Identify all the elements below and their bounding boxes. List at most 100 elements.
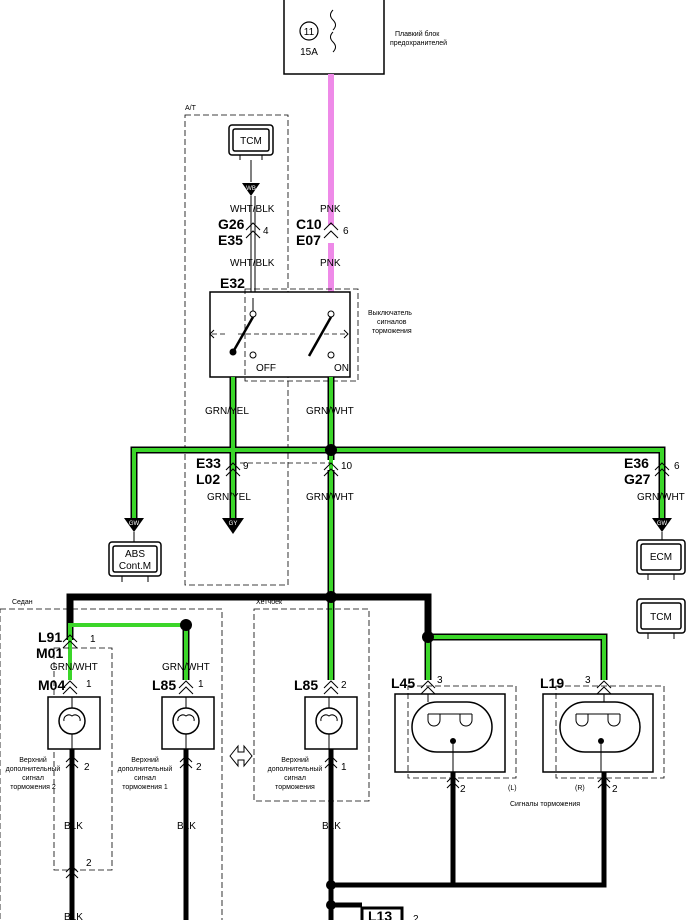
switch-caption: Выключатель [368,310,412,317]
fuse-caption: Плавкий блок [395,30,440,38]
wire-label-grn-wht-mid: GRN/WHT [306,492,354,503]
connector-m04: M04 [38,677,65,693]
tcm-top-label: TCM [240,136,262,147]
switch-on-label: ON [334,363,349,374]
connector-l85b: L85 [294,677,318,693]
connector-l91: L91 [38,629,62,645]
connector-l02: L02 [196,471,220,487]
connector-e32: E32 [220,275,245,291]
connector-pin-2-l19: 2 [612,784,618,795]
lamp-l85-sedan [161,696,215,750]
svg-text:Верхний: Верхний [131,756,159,764]
switch-off-label: OFF [256,363,276,374]
wire-label-pnk-top: PNK [320,204,341,215]
tcm-right-label: TCM [650,612,672,623]
hatchback-group-border [253,608,370,802]
m04-caption: Верхний дополнительный сигнал торможения… [6,756,61,791]
splice-point-1 [325,444,337,456]
connector-l13: L13 [368,908,392,920]
connector-pin-1-l85b: 1 [341,762,347,773]
splice-point-2 [325,591,337,603]
splice-point-3 [180,619,192,631]
connector-pin-6b: 6 [674,461,680,472]
gw-left-arrow-icon [124,518,144,532]
ecm-label: ECM [650,552,672,563]
svg-text:торможения 1: торможения 1 [122,784,168,791]
connector-pin-1b: 1 [86,679,92,690]
wire-label-grn-wht-right: GRN/WHT [637,492,685,503]
wire-label-pnk-bottom: PNK [320,258,341,269]
wire-label-grn-yel-bottom: GRN/YEL [207,492,251,503]
connector-pin-9: 9 [243,461,249,472]
l85b-caption: Верхний дополнительный сигнал торможения [268,756,323,791]
wire-label-grn-wht-l85a: GRN/WHT [162,662,210,673]
lamp-l85-hatchback [304,696,358,750]
fuse-number: 11 [304,27,315,38]
connector-pin-10: 10 [341,461,353,472]
gw-right-arrow-label: GW [657,521,668,527]
connector-l45: L45 [391,675,415,691]
connector-g26: G26 [218,216,245,232]
connector-e33: E33 [196,455,221,471]
l85a-caption: Верхний дополнительный сигнал торможения… [118,756,173,791]
connector-e35: E35 [218,232,243,248]
gy-arrow-icon [222,518,244,534]
connector-c10: C10 [296,216,322,232]
splice-point-4 [422,631,434,643]
abs-label-2: Cont.M [119,561,151,572]
tcm-module-right: TCM [636,598,686,639]
svg-text:торможения 2: торможения 2 [10,784,56,791]
connector-pin-3a: 3 [437,675,443,686]
wb-arrow-label: WB [246,186,256,192]
svg-text:Верхний: Верхний [281,756,309,764]
connector-pin-3b: 3 [585,675,591,686]
wire-label-wht-blk-top: WHT/BLK [230,204,275,215]
sedan-group-label: Седан [12,599,33,606]
connector-m01: M01 [36,645,63,661]
svg-text:сигнал: сигнал [134,775,156,782]
stop-lamps-caption: Сигналы торможения [510,801,580,808]
splice-point-ground [326,880,336,890]
fuse-icon [330,9,336,53]
gw-right-arrow-icon [652,518,672,532]
connector-g27: G27 [624,471,651,487]
stop-lamp-black-wires [331,772,607,888]
svg-text:сигнал: сигнал [22,775,44,782]
svg-text:дополнительный: дополнительный [118,765,173,773]
ecm-module: ECM [636,532,686,580]
connector-pin-2-bottom: 2 [86,858,92,869]
wire-label-grn-wht-l91: GRN/WHT [50,662,98,673]
abs-label: ABS [125,549,145,560]
switch-caption-2: сигналов [377,319,407,326]
wb-arrow-icon [242,183,260,196]
connector-g26-icon [245,222,261,239]
connector-l85a: L85 [152,677,176,693]
tcm-module-top: TCM [228,124,274,160]
stop-switch-dashed [244,288,359,382]
connector-pin-2-l45: 2 [460,784,466,795]
connector-pin-2a: 2 [341,680,347,691]
svg-text:дополнительный: дополнительный [268,765,323,773]
connector-pin-1c: 1 [198,679,204,690]
connector-pin-2-m04: 2 [84,762,90,773]
swap-arrow-icon [229,744,253,768]
wire-label-blk-4: BLK [64,912,83,920]
wire-label-blk-2: BLK [177,821,196,832]
wire-label-blk-3: BLK [322,821,341,832]
m01-dashed-border [53,647,113,871]
svg-text:сигнал: сигнал [284,775,306,782]
switch-caption-3: торможения [372,328,412,335]
connector-pin-1a: 1 [90,634,96,645]
fuse-rating: 15A [300,47,318,58]
connector-pin-2-l85a: 2 [196,762,202,773]
svg-text:торможения: торможения [275,784,315,791]
hatchback-group-label: Хетчбек [256,598,283,606]
sedan-group-border [0,608,223,920]
connector-pin-6: 6 [343,226,349,237]
connector-e07: E07 [296,232,321,248]
green-wires [68,377,664,680]
svg-text:дополнительный: дополнительный [6,765,61,773]
gw-left-arrow-label: GW [129,521,140,527]
lamp-l19 [542,685,665,779]
